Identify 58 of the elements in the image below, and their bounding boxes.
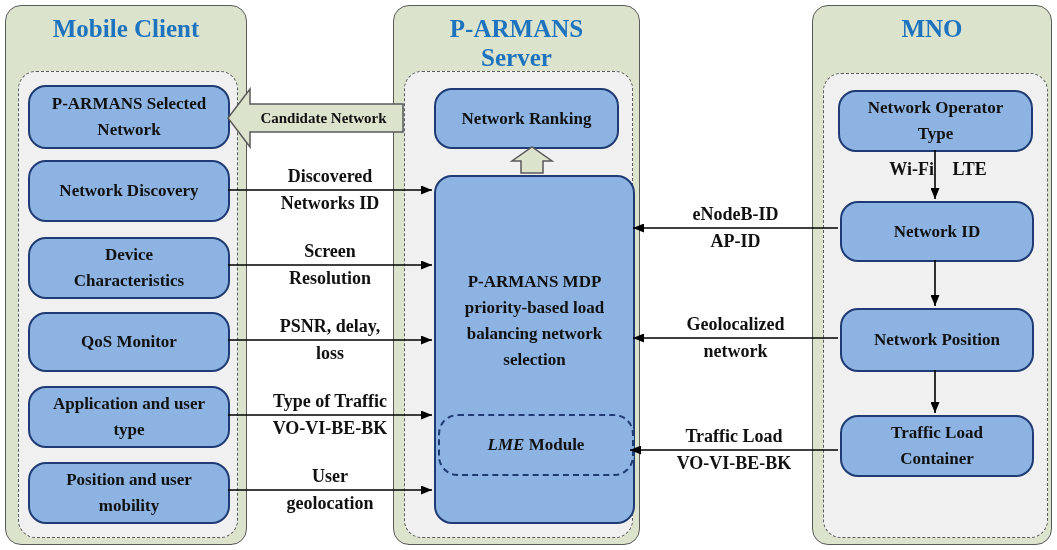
arrow — [930, 259, 940, 307]
edge-label: Discovered Networks ID — [279, 165, 381, 215]
process-box — [840, 201, 1034, 262]
edge-label: Type of Traffic VO-VI-BE-BK — [271, 390, 389, 440]
edge-label: Screen Resolution — [288, 240, 372, 290]
arrow — [227, 410, 433, 420]
edge-label: User geolocation — [285, 465, 375, 515]
process-box — [28, 85, 230, 149]
edge-label: eNodeB-ID AP-ID — [691, 203, 780, 253]
block-arrow — [227, 86, 404, 150]
box-label: Network Position — [872, 329, 1002, 351]
arrow — [632, 333, 839, 343]
process-box — [28, 386, 230, 448]
box-label: Network Ranking — [460, 107, 593, 130]
box-label: Traffic Load Container — [890, 422, 984, 470]
process-box — [840, 415, 1034, 477]
arrow — [629, 445, 839, 455]
panel — [5, 5, 247, 545]
arrow — [930, 149, 940, 200]
process-box — [838, 90, 1033, 152]
process-box — [434, 88, 619, 149]
arrow — [930, 369, 940, 414]
arrow — [227, 335, 433, 345]
arrow — [227, 185, 433, 195]
panel — [393, 5, 640, 545]
edge-label: Geolocalized network — [685, 313, 786, 363]
process-box — [28, 312, 230, 372]
edge-label: PSNR, delay, loss — [278, 315, 382, 365]
box-label: Application and user type — [51, 393, 207, 441]
arrow — [227, 485, 433, 495]
box-label: Network Discovery — [58, 180, 200, 202]
process-box — [28, 237, 230, 299]
block-arrow — [509, 146, 555, 174]
edge-label: Wi-Fi LTE — [889, 157, 987, 180]
box-label: P-ARMANS MDP priority-based load balancing network selection — [463, 271, 606, 371]
box-label: LME Module — [486, 434, 586, 456]
box-label: Position and user mobility — [65, 469, 193, 517]
module-box — [438, 414, 634, 476]
panel — [812, 5, 1052, 545]
arrow — [632, 223, 839, 233]
box-label: Device Characteristics — [72, 244, 186, 292]
arrow — [227, 260, 433, 270]
panel-title: P-ARMANS Server — [448, 14, 585, 72]
panel-title: Mobile Client — [51, 14, 201, 43]
process-box — [840, 308, 1034, 372]
dashed-region — [18, 71, 238, 538]
edge-label: Traffic Load VO-VI-BE-BK — [675, 425, 793, 475]
dashed-region — [404, 71, 633, 538]
process-box — [434, 175, 635, 524]
box-label: QoS Monitor — [80, 331, 178, 353]
box-label: Network Operator Type — [866, 97, 1005, 145]
box-label: P-ARMANS Selected Network — [50, 93, 208, 141]
edge-label: Candidate Network — [260, 109, 387, 127]
panel-title: MNO — [900, 14, 964, 43]
process-box — [28, 462, 230, 524]
process-box — [28, 160, 230, 222]
dashed-region — [823, 73, 1048, 538]
box-label: Network ID — [892, 220, 982, 243]
